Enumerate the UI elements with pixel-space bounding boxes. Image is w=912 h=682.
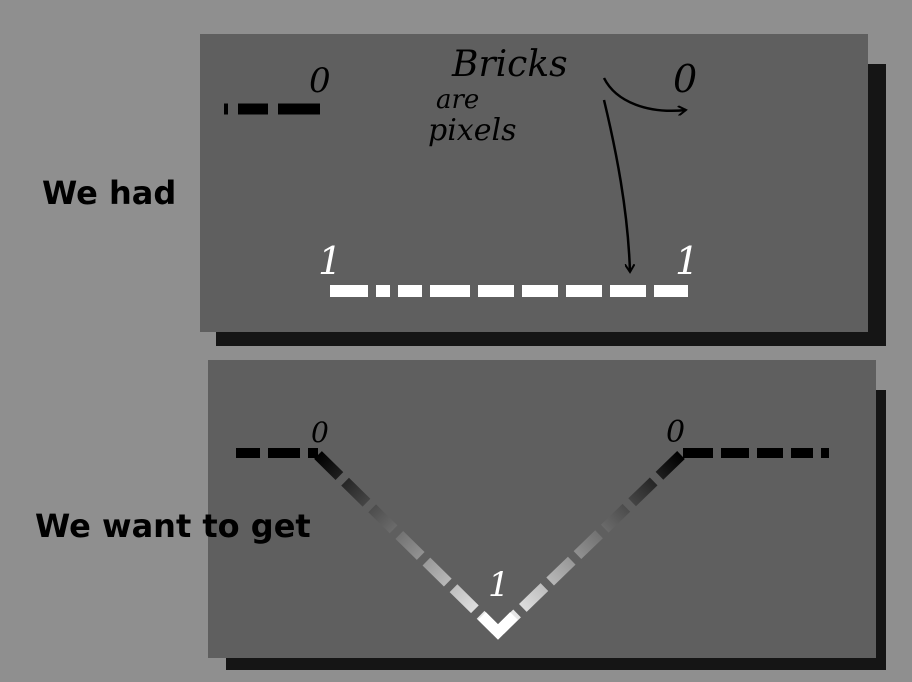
annotation-bricks: Bricks xyxy=(451,44,568,85)
bottom-panel xyxy=(208,360,876,658)
high-value-label-bottom: 1 xyxy=(488,565,510,605)
annotation-arrow-to-low-bricks xyxy=(602,77,686,111)
low-value-label-right: 0 xyxy=(673,57,697,101)
high-value-label-right: 1 xyxy=(675,239,699,283)
peak-brick xyxy=(478,612,518,640)
ramp-bricks-descending xyxy=(314,451,500,634)
high-value-label-left: 1 xyxy=(318,239,342,283)
low-value-label-bottom-right: 0 xyxy=(666,415,685,450)
label-we-had: We had xyxy=(42,174,177,212)
top-panel xyxy=(200,34,868,332)
low-value-label-bottom-left: 0 xyxy=(311,416,329,449)
label-we-want-to-get: We want to get xyxy=(35,507,311,545)
low-value-label-left: 0 xyxy=(309,61,331,101)
annotation-are: are xyxy=(436,85,479,115)
ramp-bricks-ascending xyxy=(496,451,685,634)
annotation-arrow-to-high-bricks xyxy=(602,99,630,272)
annotation-pixels: pixels xyxy=(428,113,516,148)
